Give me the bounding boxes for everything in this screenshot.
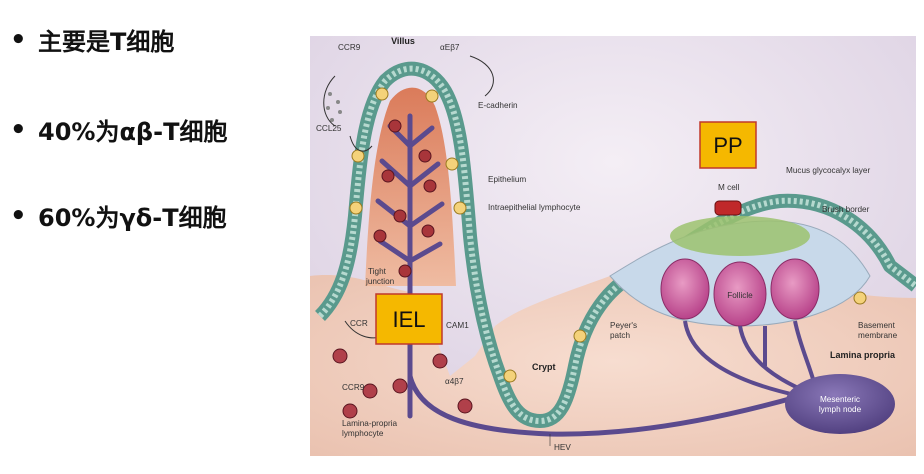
bullet-item-ab-t-cells: • 40%为αβ-T细胞 xyxy=(10,112,227,147)
label-intraepithelial: Intraepithelial lymphocyte xyxy=(488,203,581,212)
bullet-marker: • xyxy=(10,24,27,55)
label-ccr-mid: CCR xyxy=(350,319,368,328)
label-tight-1: Tight xyxy=(368,267,387,276)
bullet-item-t-cells: • 主要是T细胞 xyxy=(10,22,174,57)
label-ae-b7: αEβ7 xyxy=(440,43,460,52)
label-a4-b7: α4β7 xyxy=(445,377,464,386)
label-ccr9-top: CCR9 xyxy=(338,43,361,52)
label-ccr9-bottom: CCR9 xyxy=(342,383,365,392)
label-peyers-2: patch xyxy=(610,331,630,340)
label-m-cell: M cell xyxy=(718,183,740,192)
follicle-right xyxy=(770,258,820,320)
label-hev: HEV xyxy=(554,443,571,452)
label-peyers-1: Peyer's xyxy=(610,321,637,330)
label-crypt: Crypt xyxy=(532,362,556,372)
gut-mucosa-diagram: IEL PP Villus CCR9 αEβ7 E-cadherin CCL25… xyxy=(310,36,916,456)
follicle-left xyxy=(660,258,710,320)
label-epithelium: Epithelium xyxy=(488,175,526,184)
lamina-propria-lymphocytes xyxy=(332,348,473,419)
bullet-text: 主要是T细胞 xyxy=(38,28,175,56)
label-ccl25: CCL25 xyxy=(316,124,342,133)
label-lp-2: lymphocyte xyxy=(342,429,384,438)
intraepithelial-lymphocytes xyxy=(349,87,867,383)
label-lamina-propria: Lamina propria xyxy=(830,350,896,360)
bullet-marker: • xyxy=(10,200,27,231)
bullet-item-gd-t-cells: • 60%为γδ-T细胞 xyxy=(10,198,227,233)
germinal-zone xyxy=(670,216,810,256)
label-villus: Villus xyxy=(391,36,415,46)
label-mucus: Mucus glycocalyx layer xyxy=(786,166,870,175)
label-basement-1: Basement xyxy=(858,321,896,330)
bullet-text: 40%为αβ-T细胞 xyxy=(38,118,228,146)
label-cam1: CAM1 xyxy=(446,321,469,330)
m-cell xyxy=(714,200,742,216)
label-lp-1: Lamina-propria xyxy=(342,419,398,428)
bullet-marker: • xyxy=(10,114,27,145)
iel-tag: IEL xyxy=(375,293,443,345)
label-follicle: Follicle xyxy=(727,291,753,300)
label-basement-2: membrane xyxy=(858,331,898,340)
villus-vessels xyxy=(375,113,445,419)
pp-tag-text: PP xyxy=(713,133,742,158)
chemokine-dots xyxy=(326,92,342,122)
label-mesenteric-2: lymph node xyxy=(819,405,862,414)
bullet-text: 60%为γδ-T细胞 xyxy=(38,204,227,232)
label-tight-2: junction xyxy=(365,277,395,286)
iel-tag-text: IEL xyxy=(392,307,425,332)
label-mesenteric-1: Mesenteric xyxy=(820,395,860,404)
label-brush-border: Brush border xyxy=(822,205,870,214)
mesenteric-lymph-node xyxy=(785,374,895,434)
villus-lymphocytes xyxy=(373,119,437,278)
pp-tag: PP xyxy=(699,121,757,169)
label-e-cadherin: E-cadherin xyxy=(478,101,518,110)
